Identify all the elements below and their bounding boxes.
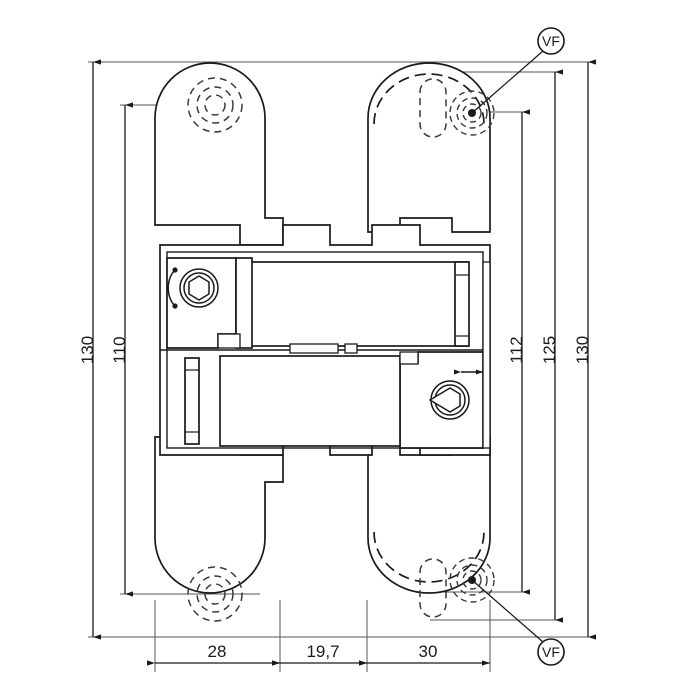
vf-top-leader-line bbox=[471, 50, 544, 114]
right-lower-screw-group bbox=[419, 557, 495, 618]
rotation-arc-end-b bbox=[172, 303, 178, 309]
left-upper-screw-hole bbox=[187, 77, 243, 133]
right-lower-leaf bbox=[367, 436, 491, 594]
left-lower-screw-hole bbox=[187, 566, 243, 622]
vf-bottom-label: VF bbox=[542, 644, 560, 660]
dimension-label-30: 30 bbox=[419, 642, 438, 661]
dimension-label-125-right: 125 bbox=[540, 336, 559, 364]
right-lower-hole-rings bbox=[449, 557, 495, 603]
right-slide-track-upper bbox=[454, 261, 470, 347]
right-upper-slot bbox=[419, 78, 447, 138]
rotation-arc-end-a bbox=[172, 267, 178, 273]
hex-socket-lower bbox=[428, 387, 461, 413]
left-upper-leaf bbox=[154, 62, 284, 246]
right-lower-slot bbox=[419, 558, 447, 618]
dimension-label-130-left: 130 bbox=[78, 336, 97, 364]
dimension-label-28: 28 bbox=[208, 642, 227, 661]
lower-link-bar bbox=[219, 355, 401, 447]
vf-top-circle bbox=[537, 27, 565, 55]
hinge-assembly bbox=[154, 62, 491, 594]
vf-callout-top: VF bbox=[471, 27, 565, 114]
right-lower-leaf-hidden-edge bbox=[373, 531, 485, 583]
hex-screw-lower bbox=[428, 380, 470, 420]
vf-bottom-leader-line bbox=[471, 579, 544, 643]
upper-link-bar bbox=[249, 261, 469, 347]
right-upper-leaf bbox=[367, 62, 491, 233]
rotation-arc-icon bbox=[167, 269, 176, 307]
vf-bottom-circle bbox=[537, 638, 565, 666]
mid-seam-details bbox=[289, 343, 358, 354]
left-slide-track-lower bbox=[184, 357, 200, 445]
hex-socket-upper bbox=[188, 275, 210, 301]
upper-link-pivot bbox=[235, 257, 253, 349]
vf-callout-bottom: VF bbox=[471, 579, 565, 666]
dimension-label-112-right: 112 bbox=[507, 336, 526, 363]
right-upper-leaf-hidden-edge bbox=[373, 73, 485, 125]
hex-screw-upper bbox=[179, 268, 219, 308]
right-upper-hole-rings bbox=[449, 90, 495, 136]
dimension-label-110-left: 110 bbox=[110, 336, 129, 363]
dimension-lines bbox=[92, 59, 596, 666]
vf-top-label: VF bbox=[542, 33, 560, 49]
left-lower-leaf bbox=[154, 436, 284, 594]
side-tabs bbox=[217, 261, 491, 449]
dimension-label-19-7: 19,7 bbox=[306, 642, 339, 661]
dimension-label-130-right: 130 bbox=[573, 336, 592, 364]
